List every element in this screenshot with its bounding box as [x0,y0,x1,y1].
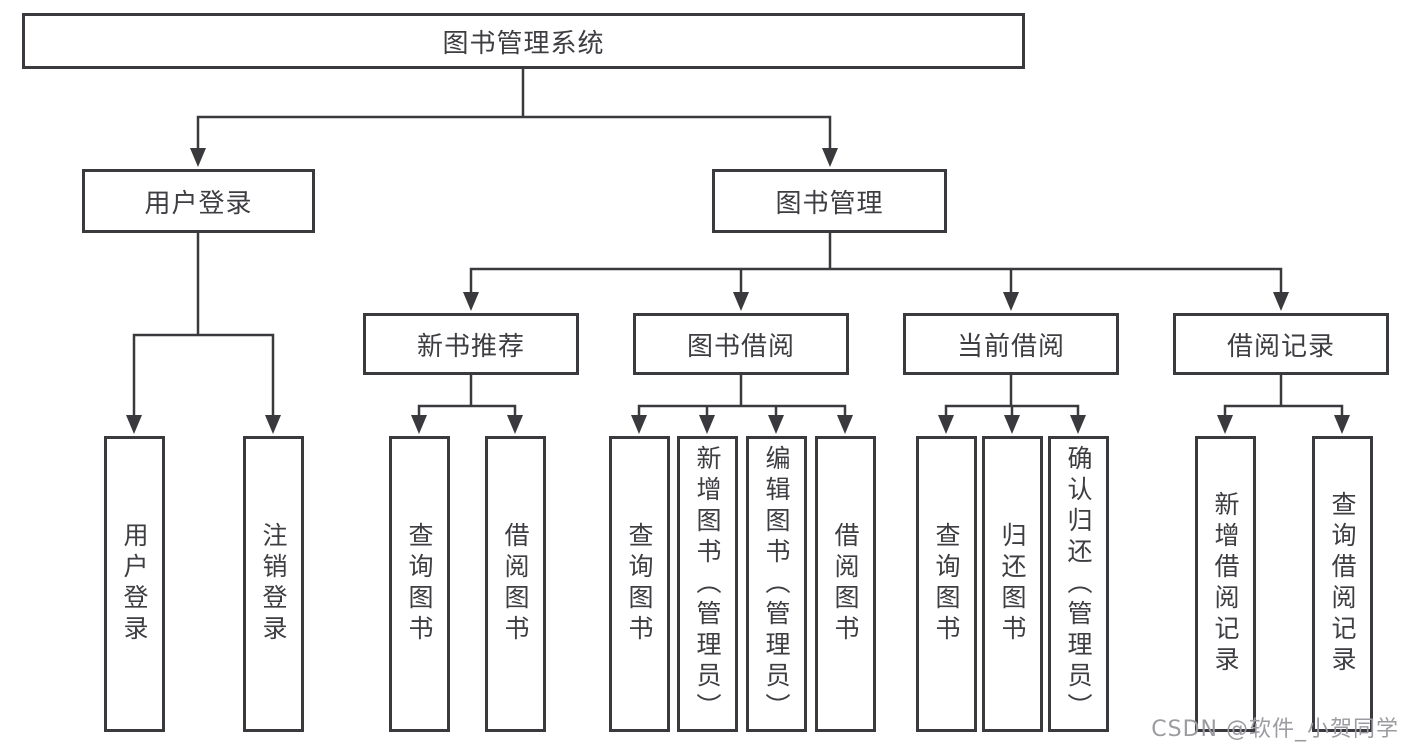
leaf-current-query-books: 查询图书 [916,436,977,732]
leaf-recommend-borrow-books: 借阅图书 [485,436,546,732]
leaf-records-query-borrow-record: 查询借阅记录 [1312,436,1373,732]
leaf-user-login-label: 用户登录 [120,522,149,646]
leaf-logout-label: 注销登录 [259,522,288,646]
node-new-book-recommendation: 新书推荐 [363,313,579,375]
leaf-current-confirm-return-admin-label: 确认归还（管理员） [1064,444,1093,724]
leaf-current-return-books: 归还图书 [982,436,1043,732]
leaf-borrowing-edit-book-admin: 编辑图书（管理员） [746,436,807,732]
leaf-borrowing-query-books: 查询图书 [609,436,670,732]
connector-borrowing-subtree [631,375,853,434]
leaf-current-query-books-label: 查询图书 [932,522,961,646]
connector-book-management-to-groups [463,233,1289,311]
node-current-borrowing: 当前借阅 [903,313,1119,375]
leaf-borrowing-add-book-admin-label: 新增图书（管理员） [693,444,722,724]
leaf-borrowing-borrow-books-label: 借阅图书 [831,522,860,646]
node-borrowing-records: 借阅记录 [1173,313,1389,375]
node-book-borrowing-label: 图书借阅 [686,331,795,362]
leaf-recommend-query-books: 查询图书 [389,436,450,732]
node-current-borrowing-label: 当前借阅 [956,331,1065,362]
leaf-recommend-borrow-books-label: 借阅图书 [501,522,530,646]
leaf-records-query-borrow-record-label: 查询借阅记录 [1328,491,1357,677]
leaf-borrowing-edit-book-admin-label: 编辑图书（管理员） [762,444,791,724]
node-borrowing-records-label: 借阅记录 [1226,331,1335,362]
node-book-borrowing: 图书借阅 [633,313,849,375]
watermark-csdn: CSDN @软件_小贺同学 [1151,717,1399,742]
node-library-management-system-label: 图书管理系统 [442,28,605,59]
node-user-login: 用户登录 [82,169,315,233]
connector-root-to-level2 [190,69,838,167]
leaf-records-add-borrow-record-label: 新增借阅记录 [1211,491,1240,677]
node-book-management: 图书管理 [712,169,947,233]
leaf-recommend-query-books-label: 查询图书 [405,522,434,646]
leaf-logout: 注销登录 [243,436,304,732]
node-user-login-label: 用户登录 [144,188,253,219]
leaf-user-login: 用户登录 [104,436,165,732]
connector-records-subtree [1217,375,1350,434]
leaf-borrowing-add-book-admin: 新增图书（管理员） [677,436,738,732]
node-library-management-system: 图书管理系统 [22,13,1025,69]
connector-current-subtree [938,375,1086,434]
leaf-current-confirm-return-admin: 确认归还（管理员） [1048,436,1109,732]
connector-recommend-subtree [411,375,523,434]
leaf-current-return-books-label: 归还图书 [998,522,1027,646]
node-book-management-label: 图书管理 [775,188,884,219]
connector-user-login-subtree [126,233,281,434]
leaf-records-add-borrow-record: 新增借阅记录 [1195,436,1256,732]
node-new-book-recommendation-label: 新书推荐 [416,331,525,362]
leaf-borrowing-query-books-label: 查询图书 [625,522,654,646]
leaf-borrowing-borrow-books: 借阅图书 [815,436,876,732]
